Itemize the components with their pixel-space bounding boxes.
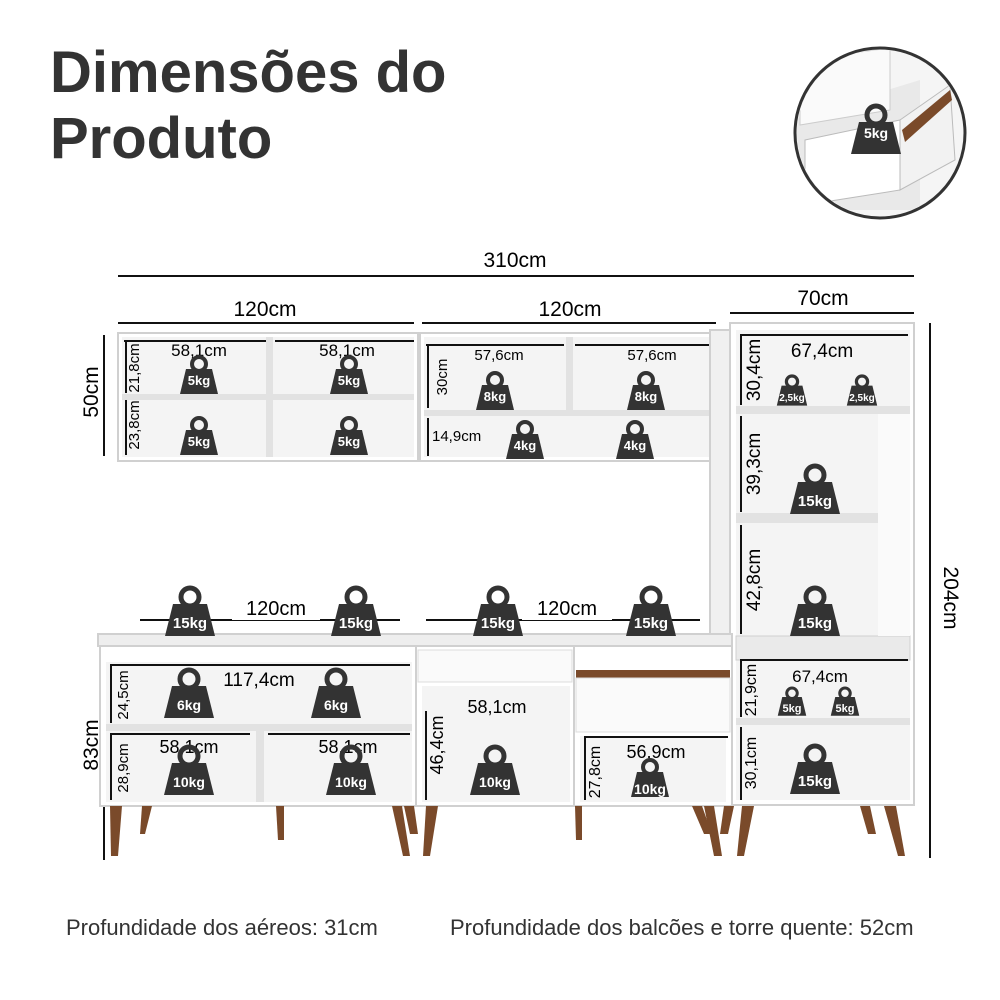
bl-top-height: 24,5cm xyxy=(115,670,132,719)
counter-top: 120cm 120cm 15kg 15kg 15kg 15kg xyxy=(97,588,733,647)
upper-left-cabinet: 58,1cm 58,1cm 21,8cm 23,8cm 5kg 5kg 5kg … xyxy=(117,332,419,462)
ul-weight-bot-b: 5kg xyxy=(338,434,360,449)
inset-weight-label: 5kg xyxy=(864,125,888,141)
bl-bot-w1: 10kg xyxy=(173,774,205,790)
tower-w2: 15kg xyxy=(798,493,832,510)
tower-cabinet: 67,4cm 30,4cm 2,5kg 2,5kg 39,3cm 15kg 42… xyxy=(729,322,915,806)
tower-w1a: 2,5kg xyxy=(779,393,805,404)
top-dimensions xyxy=(103,275,931,860)
tower-h5: 30,1cm xyxy=(743,737,760,789)
counter-w3: 15kg xyxy=(481,615,515,632)
um-weight-bot-b: 4kg xyxy=(624,438,646,453)
tower-w1b: 2,5kg xyxy=(849,393,875,404)
br-width: 56,9cm xyxy=(626,742,685,762)
bl-bot-w2: 10kg xyxy=(335,774,367,790)
tower-w4b: 5kg xyxy=(836,703,855,715)
tower-width-top: 67,4cm xyxy=(791,341,853,362)
um-height-bottom: 14,9cm xyxy=(432,428,481,445)
um-weight-bot-a: 4kg xyxy=(514,438,536,453)
upper-left-width-label: 120cm xyxy=(233,298,296,321)
bl-top-w2: 6kg xyxy=(324,697,348,713)
ul-weight-top-a: 5kg xyxy=(188,373,210,388)
tower-width-label: 70cm xyxy=(797,287,848,310)
bm-weight: 10kg xyxy=(479,774,511,790)
bl-bot-height: 28,9cm xyxy=(115,743,132,792)
counter-right-width: 120cm xyxy=(537,598,597,620)
upper-height-label: 50cm xyxy=(80,366,103,417)
base-left-cabinet: 117,4cm 24,5cm 6kg 6kg 58,1cm 58,1cm 28,… xyxy=(99,645,417,807)
counter-w1: 15kg xyxy=(173,615,207,632)
base-height-label: 83cm xyxy=(80,719,103,770)
tower-w5: 15kg xyxy=(798,773,832,790)
counter-left-width: 120cm xyxy=(246,598,306,620)
depth-lower-note: Profundidade dos balcões e torre quente:… xyxy=(450,915,914,940)
drawer-inset: 5kg xyxy=(793,46,967,220)
tower-h4: 21,9cm xyxy=(743,664,760,716)
bl-top-w1: 6kg xyxy=(177,697,201,713)
page-title: Dimensões do Produto xyxy=(50,40,446,172)
tower-h2: 39,3cm xyxy=(744,433,765,495)
counter-w2: 15kg xyxy=(339,615,373,632)
total-height-label: 204cm xyxy=(939,566,962,629)
title-line-2: Produto xyxy=(50,106,273,171)
um-weight-top-b: 8kg xyxy=(635,389,657,404)
br-height: 27,8cm xyxy=(587,746,604,798)
ul-width-b: 58,1cm xyxy=(319,341,375,360)
br-weight: 10kg xyxy=(634,781,666,797)
upper-mid-width-label: 120cm xyxy=(538,298,601,321)
ul-width-a: 58,1cm xyxy=(171,341,227,360)
base-right-cabinet: 56,9cm 27,8cm 10kg xyxy=(573,645,733,807)
tower-w3: 15kg xyxy=(798,615,832,632)
depth-upper-note: Profundidade dos aéreos: 31cm xyxy=(66,915,378,940)
ul-weight-top-b: 5kg xyxy=(338,373,360,388)
um-width-b: 57,6cm xyxy=(627,347,676,364)
total-width-label: 310cm xyxy=(483,249,546,272)
tower-h3: 42,8cm xyxy=(744,549,765,611)
um-height-top: 30cm xyxy=(434,359,451,396)
counter-w4: 15kg xyxy=(634,615,668,632)
bl-top-width: 117,4cm xyxy=(223,670,294,691)
tower-h1: 30,4cm xyxy=(744,339,765,401)
um-weight-top-a: 8kg xyxy=(484,389,506,404)
base-mid-cabinet: 58,1cm 46,4cm 10kg xyxy=(415,645,575,807)
tower-width-lower: 67,4cm xyxy=(792,667,848,686)
ul-weight-bot-a: 5kg xyxy=(188,434,210,449)
um-width-a: 57,6cm xyxy=(474,347,523,364)
bm-width: 58,1cm xyxy=(467,697,526,717)
title-line-1: Dimensões do xyxy=(50,40,447,105)
upper-mid-cabinet: 57,6cm 57,6cm 30cm 14,9cm 8kg 8kg 4kg 4k… xyxy=(419,332,723,462)
bm-height: 46,4cm xyxy=(427,715,447,774)
tower-w4a: 5kg xyxy=(783,703,802,715)
ul-height-bottom: 23,8cm xyxy=(126,400,143,449)
legs xyxy=(110,806,905,856)
ul-height-top: 21,8cm xyxy=(126,343,143,392)
